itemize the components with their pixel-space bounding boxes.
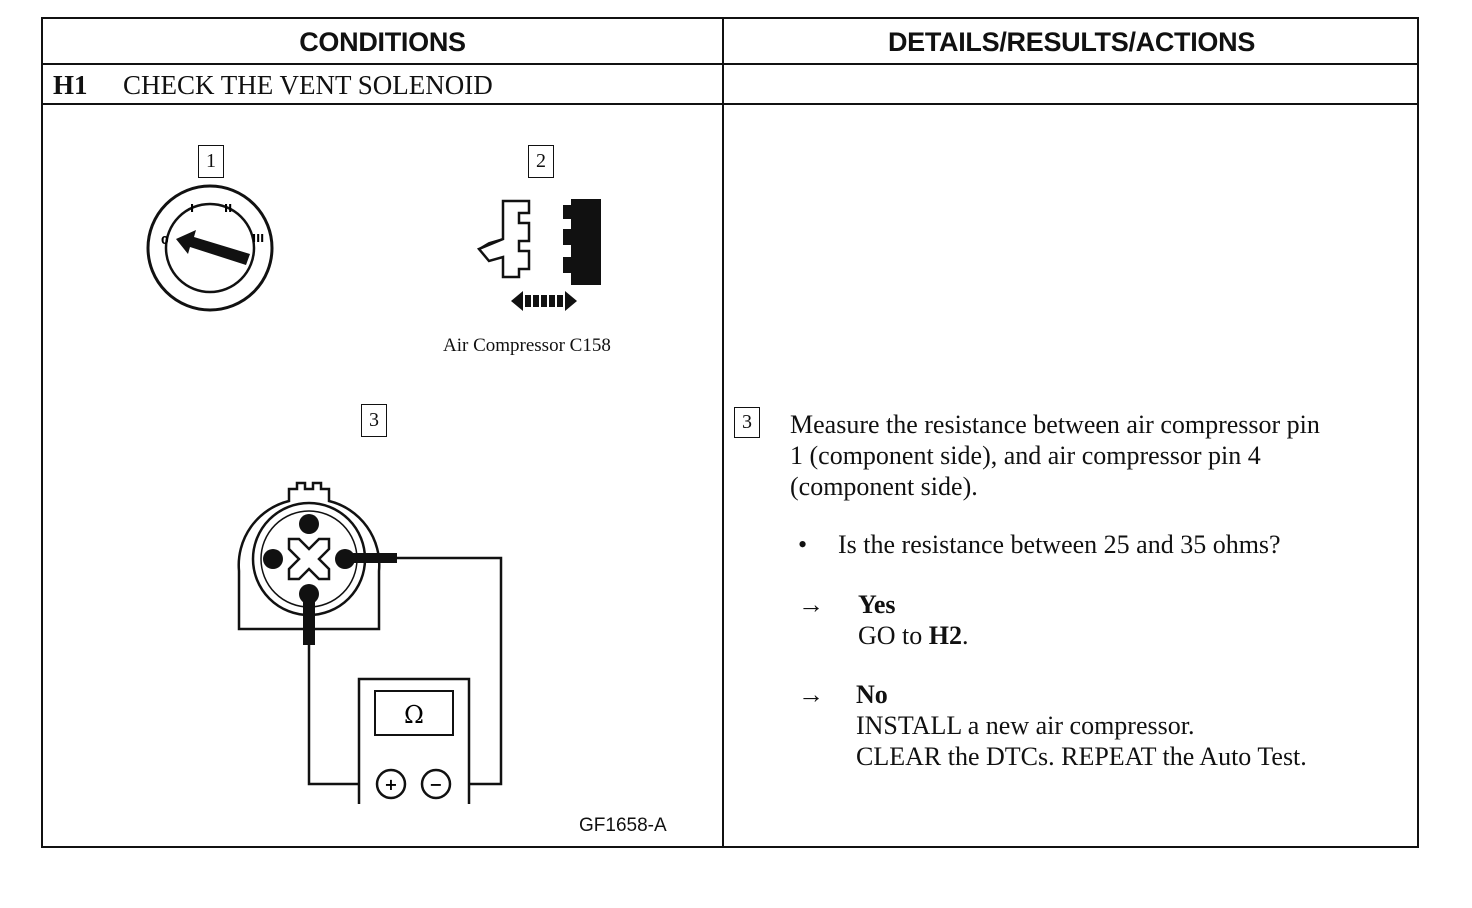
switch-pos-1: I	[190, 202, 194, 215]
ohmmeter-icon	[357, 677, 471, 804]
header-divider	[43, 63, 1419, 65]
no-arrow-icon: →	[798, 680, 824, 709]
no-action-2: CLEAR the DTCs. REPEAT the Auto Test.	[856, 742, 1307, 771]
measure-line-2: 1 (component side), and air compressor p…	[790, 441, 1261, 470]
no-label: No	[856, 680, 888, 709]
figure-id: GF1658-A	[579, 815, 667, 836]
yes-arrow-icon: →	[798, 590, 824, 619]
arrow-both-icon	[511, 291, 577, 311]
details-callout-3: 3	[734, 407, 760, 438]
ohmmeter-circuit-diagram: Ω + −	[237, 481, 503, 804]
yes-result: Yes GO to H2.	[858, 589, 969, 651]
connector-label: Air Compressor C158	[443, 335, 611, 356]
yes-action: GO to H2.	[858, 620, 969, 651]
switch-pos-0: 0	[161, 234, 169, 247]
step-divider	[43, 103, 1419, 105]
details-header: DETAILS/RESULTS/ACTIONS	[887, 26, 1256, 57]
yes-go-prefix: GO to	[858, 621, 929, 650]
callout-1: 1	[198, 145, 224, 178]
measure-instruction: Measure the resistance between air compr…	[790, 409, 1320, 502]
connector-disconnect-icon	[476, 199, 601, 311]
conditions-header: CONDITIONS	[299, 26, 466, 57]
ignition-switch-icon: 0 I II III	[146, 184, 274, 312]
measure-line-3: (component side).	[790, 472, 978, 501]
switch-pos-3: III	[252, 232, 264, 245]
meter-minus: −	[429, 775, 442, 794]
no-action-1: INSTALL a new air compressor.	[856, 711, 1195, 740]
yes-label: Yes	[858, 590, 896, 619]
measure-line-1: Measure the resistance between air compr…	[790, 410, 1320, 439]
step-title: CHECK THE VENT SOLENOID	[123, 69, 493, 100]
step-id: H1	[53, 69, 88, 100]
yes-go-suffix: .	[962, 621, 969, 650]
yes-go-target: H2	[928, 621, 963, 650]
meter-symbol: Ω	[404, 701, 424, 729]
switch-pos-2: II	[224, 202, 232, 215]
callout-2: 2	[528, 145, 554, 178]
column-divider	[722, 19, 724, 846]
question-bullet: •	[798, 530, 808, 559]
step-title-row: H1 CHECK THE VENT SOLENOID	[53, 67, 493, 103]
test-table: CONDITIONS DETAILS/RESULTS/ACTIONS H1 CH…	[41, 17, 1419, 848]
meter-plus: +	[384, 775, 397, 794]
no-result: No INSTALL a new air compressor. CLEAR t…	[856, 679, 1307, 772]
callout-3: 3	[361, 404, 387, 437]
question-text: Is the resistance between 25 and 35 ohms…	[838, 530, 1281, 559]
